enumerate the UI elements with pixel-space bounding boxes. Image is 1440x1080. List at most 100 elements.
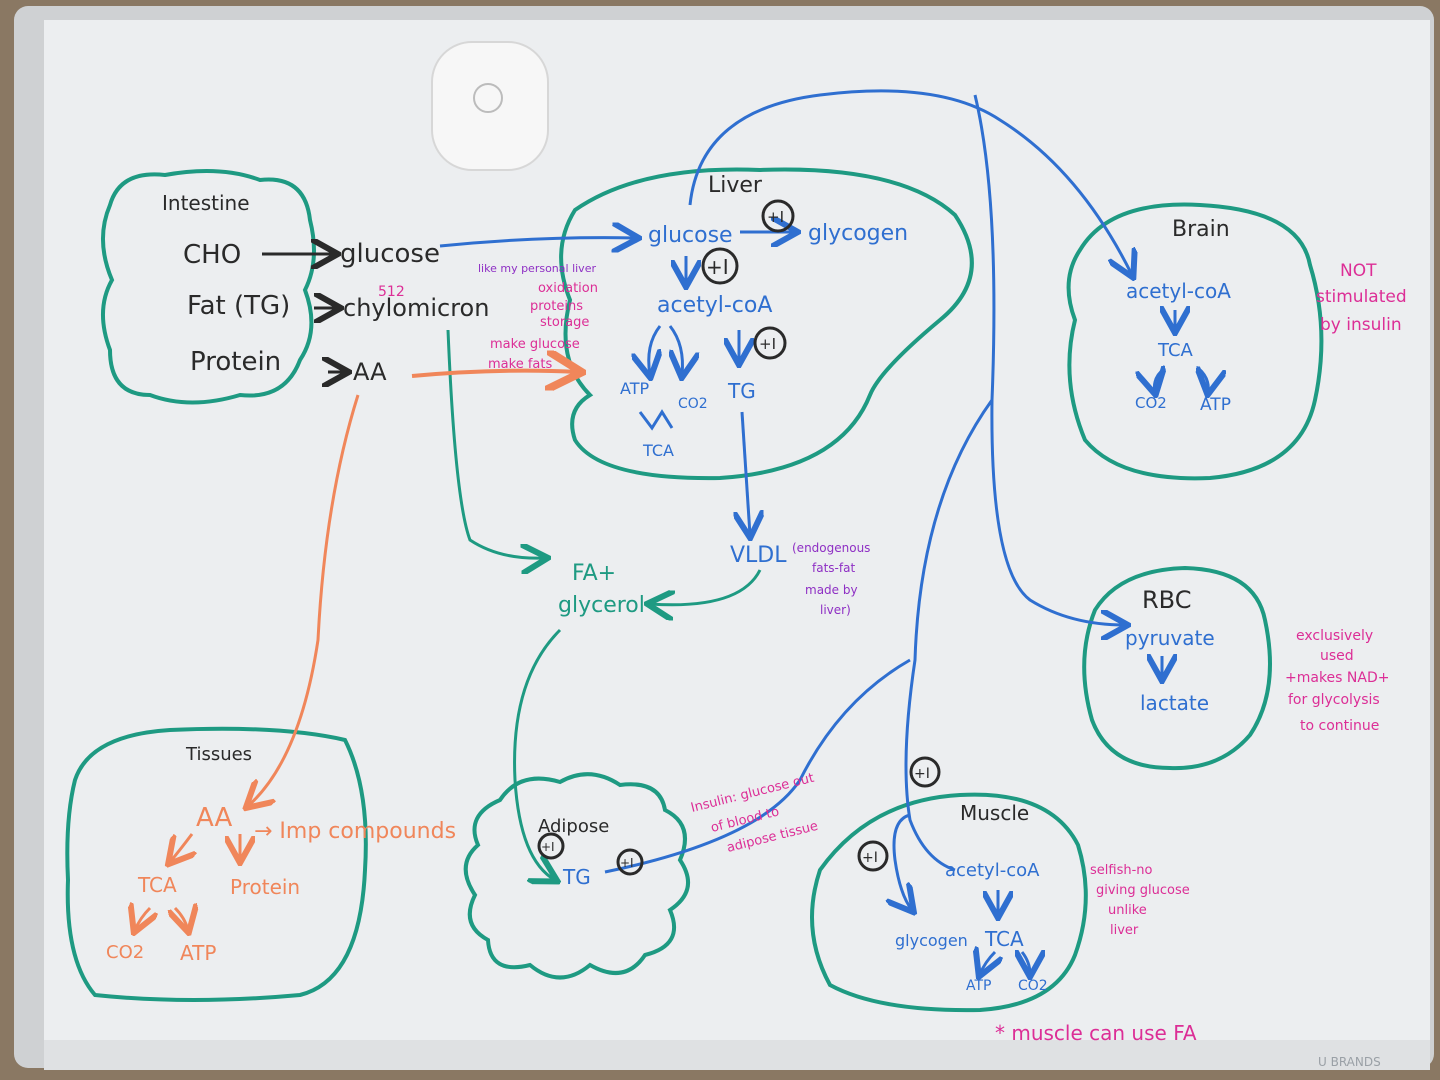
brain-note-0: NOT [1340,261,1377,281]
tissues-tca: TCA [137,873,177,897]
muscle-group: Muscle acetyl-coA glycogen TCA ATP CO2 +… [862,766,1048,994]
insulin-circle-glycogen [761,199,795,233]
rbc-note-1: used [1320,648,1354,664]
insulin-circle-adipose-b [616,848,644,876]
brain-co2-arrow [1154,368,1165,392]
liver-note-2: proteins [530,299,583,314]
tissues-atp: ATP [180,941,216,965]
tg-vldl-arrow [742,411,750,535]
insulin-circle-acetyl [701,247,739,285]
marker-tray [44,1040,1430,1070]
brain-atp: ATP [1200,395,1231,415]
brain-title: Brain [1172,217,1230,242]
chylomicron-arrow [446,329,545,558]
adipose-insulin-mark-2: +I [620,856,634,870]
vldl-note-2: made by [805,583,858,597]
intestine-group: Intestine CHO Fat (TG) Protein glucose c… [162,191,489,386]
glucose-to-rbc-arrow [973,94,1125,625]
liver-atp: ATP [620,379,649,398]
muscle-acetyl-coa: acetyl-coA [945,860,1040,881]
acetyl-atp-arrow [649,325,660,375]
tca-cycle-icon [638,409,674,431]
muscle-note: selfish-no giving glucose unlike liver [1090,863,1190,938]
glucose-to-brain-arrow [688,89,1132,275]
muscle-outline [810,792,1088,1013]
magnetic-eraser [431,41,549,171]
liver-insulin-mark-2: +I [706,255,729,279]
muscle-atp: ATP [966,978,991,994]
eraser-logo-icon [473,83,503,113]
muscle-glycogen-arrow [894,813,912,910]
rbc-title: RBC [1142,586,1191,614]
liver-insulin-mark-1: +I [767,208,784,226]
fa-glycerol-line1: FA+ [572,561,616,586]
aa-to-tissues-arrow [248,394,360,806]
insulin-circle-muscle-b [857,840,889,872]
brain-acetyl-coa: acetyl-coA [1126,279,1231,303]
vldl-note: (endogenous fats-fat made by liver) [792,541,870,617]
fa-glycerol-line2: glycerol [558,593,645,618]
vldl-fa-arrow [650,569,762,605]
tissues-co2-arrow [135,908,150,930]
brain-group: Brain acetyl-coA TCA CO2 ATP [1126,217,1231,415]
liver-note-1: oxidation [538,281,598,296]
liver-note-5: make fats [488,357,552,372]
liver-insulin-mark-3: +I [759,335,776,353]
liver-group: Liver glucose glycogen acetyl-coA ATP CO… [620,173,908,460]
tissues-aa: AA [196,803,233,833]
adipose-tg: TG [562,865,591,889]
liver-tg: TG [727,379,756,403]
tissues-tca-arrow [170,833,192,862]
glucose-to-adipose-line [604,658,911,874]
muscle-insulin-mark-1: +I [914,766,930,782]
product-aa: AA [353,358,387,386]
tissues-co2: CO2 [106,942,144,963]
insulin-circle-tg [753,326,787,360]
liver-note-3: storage [540,315,589,330]
rbc-note-0: exclusively [1296,628,1373,644]
rbc-pyruvate: pyruvate [1125,626,1215,650]
vldl-label: VLDL [730,543,787,568]
liver-glucose: glucose [648,223,733,248]
muscle-co2: CO2 [1018,978,1048,994]
muscle-insulin-mark-2: +I [862,850,878,866]
intestine-title: Intestine [162,191,250,215]
footer-note: * muscle can use FA [995,1021,1197,1045]
vldl-note-0: (endogenous [792,541,870,555]
muscle-glycogen: glycogen [895,931,968,950]
brain-co2: CO2 [1135,394,1167,412]
intestine-protein: Protein [190,347,281,377]
muscle-note-0: selfish-no [1090,863,1153,878]
brain-tca: TCA [1157,340,1194,361]
brain-note-2: by insulin [1320,315,1402,335]
insulin-circle-muscle-a [909,756,941,788]
intestine-outline [100,169,316,405]
liver-acetyl-coa: acetyl-coA [657,293,772,318]
muscle-note-2: unlike [1108,903,1147,918]
adipose-title: Adipose [538,816,609,837]
muscle-title: Muscle [960,801,1029,825]
aa-to-liver-arrow [411,371,578,376]
rbc-note: exclusively used +makes NAD+ for glycoly… [1285,628,1389,734]
rbc-group: RBC pyruvate lactate [1125,586,1215,715]
insulin-circle-adipose-a [537,832,565,860]
intestine-cho: CHO [183,240,241,270]
brain-note-1: stimulated [1316,287,1407,307]
adipose-group: Adipose TG +I +I [538,816,634,889]
adipose-outline [463,772,690,980]
adipose-insulin-mark-1: +I [541,840,555,854]
intestine-fat: Fat (TG) [187,291,290,321]
glucose-to-liver-arrow [439,238,636,246]
fa-adipose-arrow [513,628,560,880]
rbc-note-4: to continue [1300,718,1379,734]
tissues-protein: Protein [230,875,300,899]
product-chylomicron: chylomicron [343,294,489,322]
muscle-note-1: giving glucose [1096,883,1190,898]
liver-tca: TCA [642,441,674,460]
rbc-lactate: lactate [1140,691,1209,715]
vldl-note-1: fats-fat [812,561,855,575]
tissues-title: Tissues [185,744,252,765]
tissues-atp-arrow [175,908,188,930]
tissues-imp-compounds: → Imp compounds [254,819,456,844]
